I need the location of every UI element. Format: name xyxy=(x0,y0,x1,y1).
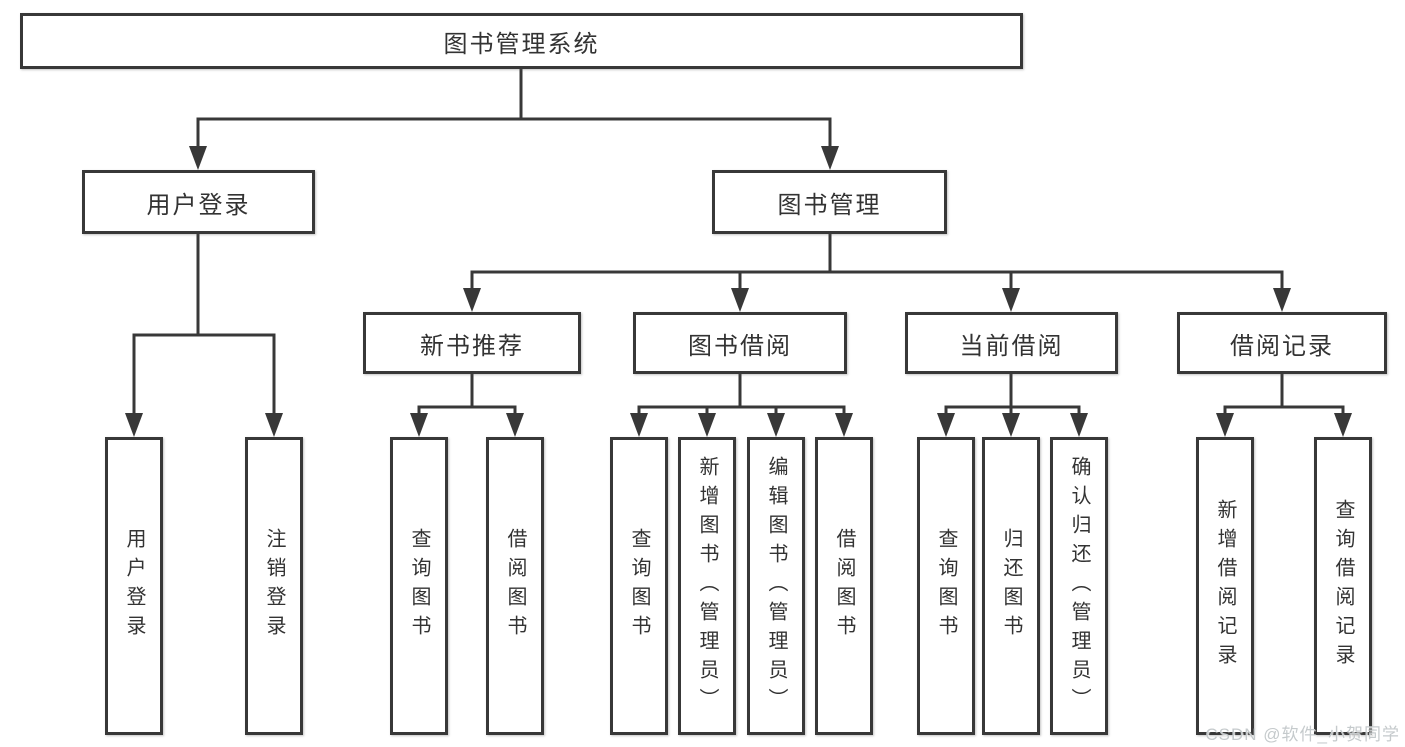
node-borrow-records: 借阅记录 xyxy=(1177,312,1387,374)
leaf-query-books-current: 查询图书 xyxy=(917,437,975,735)
node-label: 借阅图书 xyxy=(833,528,855,644)
node-root-system: 图书管理系统 xyxy=(20,13,1023,69)
node-label: 查询图书 xyxy=(408,528,430,644)
node-label: 图书借阅 xyxy=(688,332,792,360)
node-label: 新增图书（管理员） xyxy=(696,455,718,717)
node-user-login: 用户登录 xyxy=(82,170,315,234)
node-label: 编辑图书（管理员） xyxy=(765,455,787,717)
leaf-edit-book-admin: 编辑图书（管理员） xyxy=(747,437,805,735)
node-label: 查询图书 xyxy=(935,528,957,644)
node-label: 新书推荐 xyxy=(420,332,524,360)
leaf-query-books-borrow: 查询图书 xyxy=(610,437,668,735)
leaf-add-book-admin: 新增图书（管理员） xyxy=(678,437,736,735)
node-new-book-recommend: 新书推荐 xyxy=(363,312,581,374)
node-label: 归还图书 xyxy=(1000,528,1022,644)
node-label: 注销登录 xyxy=(263,528,285,644)
leaf-logout: 注销登录 xyxy=(245,437,303,735)
leaf-user-login: 用户登录 xyxy=(105,437,163,735)
node-label: 用户登录 xyxy=(123,528,145,644)
node-label: 查询图书 xyxy=(628,528,650,644)
watermark: CSDN @软件_小贺同学 xyxy=(1205,725,1400,744)
leaf-borrow-books: 借阅图书 xyxy=(815,437,873,735)
node-book-management: 图书管理 xyxy=(712,170,947,234)
node-current-borrow: 当前借阅 xyxy=(905,312,1118,374)
node-label: 查询借阅记录 xyxy=(1332,499,1354,673)
node-label: 当前借阅 xyxy=(959,332,1064,360)
node-label: 图书管理 xyxy=(777,191,882,219)
leaf-query-books-recommend: 查询图书 xyxy=(390,437,448,735)
node-book-borrow: 图书借阅 xyxy=(633,312,847,374)
node-label: 新增借阅记录 xyxy=(1214,499,1236,673)
leaf-return-book: 归还图书 xyxy=(982,437,1040,735)
leaf-add-borrow-record: 新增借阅记录 xyxy=(1196,437,1254,735)
node-label: 借阅图书 xyxy=(504,528,526,644)
leaf-query-borrow-record: 查询借阅记录 xyxy=(1314,437,1372,735)
leaf-borrow-books-recommend: 借阅图书 xyxy=(486,437,544,735)
leaf-confirm-return-admin: 确认归还（管理员） xyxy=(1050,437,1108,735)
node-label: 借阅记录 xyxy=(1230,332,1334,360)
node-label: 图书管理系统 xyxy=(443,30,600,58)
node-label: 确认归还（管理员） xyxy=(1068,455,1090,717)
node-label: 用户登录 xyxy=(146,191,251,219)
